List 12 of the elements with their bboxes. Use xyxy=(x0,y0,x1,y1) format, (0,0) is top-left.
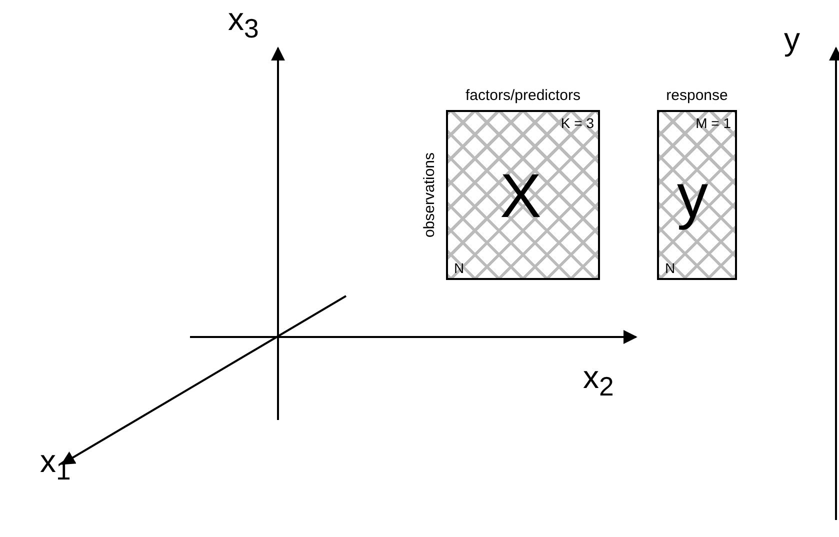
axis-label: x$_{2}$ xyxy=(583,360,614,404)
dimension-label: N xyxy=(454,261,464,276)
axis-label: y xyxy=(784,22,800,56)
matrix-symbol: X xyxy=(500,166,542,228)
dimension-label: N xyxy=(665,261,676,276)
dimension-label: M = 1 xyxy=(696,116,731,131)
matrix-symbol: y xyxy=(677,166,708,228)
row-axis-label: observations xyxy=(422,152,438,238)
axis-label: x$_{3}$ xyxy=(228,2,259,46)
dimension-label: K = 3 xyxy=(560,116,594,131)
column-heading: factors/predictors xyxy=(465,88,581,104)
column-heading: response xyxy=(666,88,728,104)
